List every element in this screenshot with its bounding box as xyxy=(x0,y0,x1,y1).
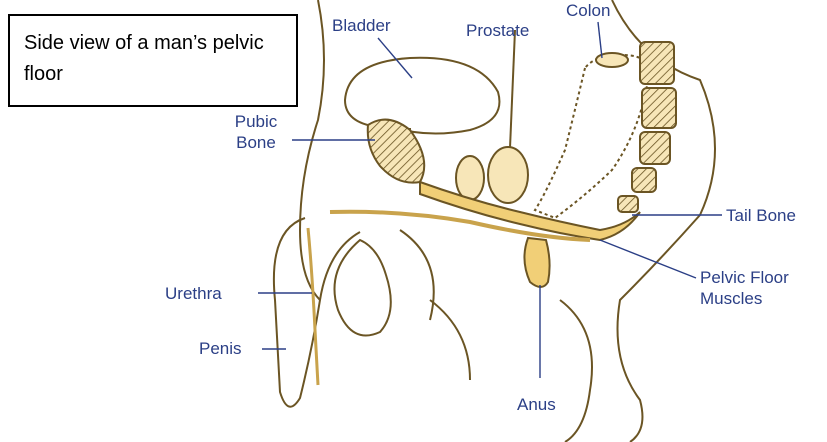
prostate-shape xyxy=(488,147,528,203)
label-pubic-bone: Pubic Bone xyxy=(226,111,286,153)
colon-opening xyxy=(596,53,628,67)
label-bladder: Bladder xyxy=(332,16,391,35)
label-penis: Penis xyxy=(199,339,242,358)
label-anus: Anus xyxy=(517,395,556,414)
seminal-vesicle-shape xyxy=(456,156,484,200)
label-tail-bone: Tail Bone xyxy=(726,206,796,225)
bladder-shape xyxy=(345,58,499,134)
diagram-caption: Side view of a man’s pelvic floor xyxy=(8,14,298,107)
body-outline-back xyxy=(300,0,324,300)
leg-outline xyxy=(560,300,592,442)
anal-canal-shape xyxy=(524,238,549,287)
leader-colon xyxy=(598,22,602,58)
label-colon: Colon xyxy=(566,1,610,20)
colon-shape xyxy=(535,55,649,218)
scrotum-shape xyxy=(334,240,390,336)
prostate-duct xyxy=(510,30,515,148)
caption-text: Side view of a man’s pelvic floor xyxy=(24,32,264,85)
pelvic-floor-muscle-band xyxy=(420,182,640,240)
label-urethra: Urethra xyxy=(165,284,222,303)
buttock-outline xyxy=(430,300,470,380)
label-prostate: Prostate xyxy=(466,21,529,40)
label-pelvic-floor-muscles: Pelvic Floor Muscles xyxy=(700,267,790,309)
inner-thigh-shape xyxy=(400,230,434,320)
